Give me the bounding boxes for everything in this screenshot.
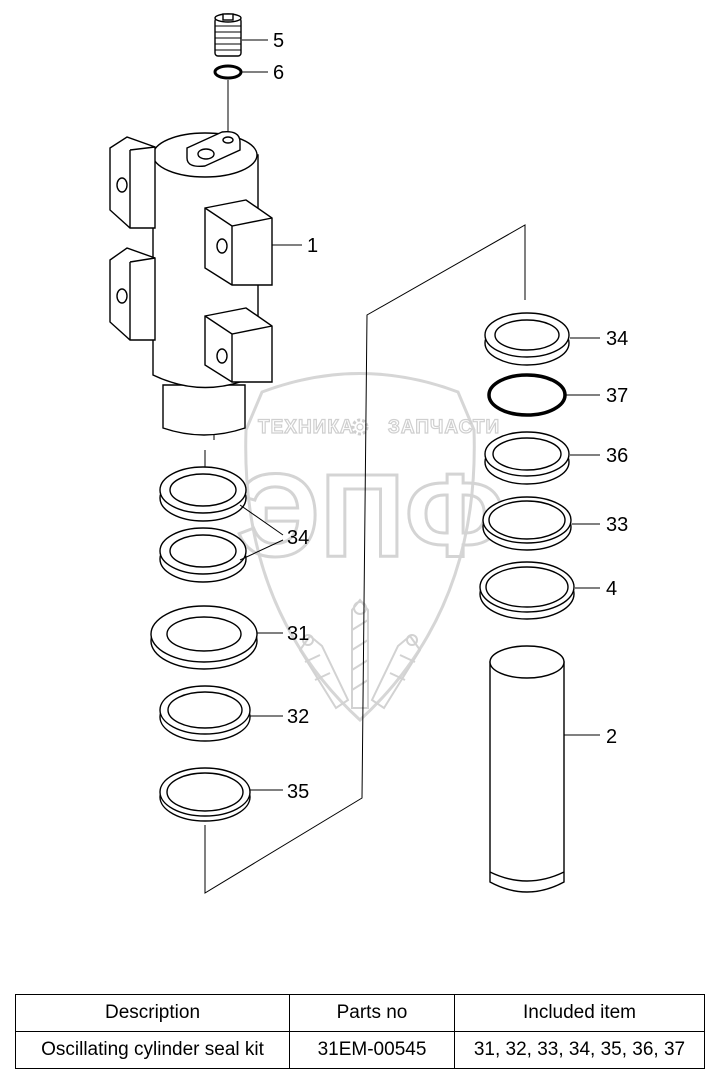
part-5-set-screw <box>214 13 242 57</box>
watermark: ТЕХНИКА ЗАПЧАСТИ ЭПФ <box>235 372 507 723</box>
callout-31: 31 <box>287 623 309 645</box>
callout-6: 6 <box>273 62 284 84</box>
watermark-logo: ЭПФ <box>236 450 505 582</box>
gear-icon <box>351 418 369 436</box>
part-34-seal-ring-upper <box>159 466 247 522</box>
part-2-pin <box>489 645 565 893</box>
part-6-o-ring <box>213 64 243 80</box>
callout-34-left: 34 <box>287 527 309 549</box>
header-parts-no: Parts no <box>289 994 455 1032</box>
header-description: Description <box>15 994 290 1032</box>
part-32-seal-ring <box>159 685 251 742</box>
cell-parts-no: 31EM-00545 <box>289 1031 455 1069</box>
callout-4: 4 <box>606 578 617 600</box>
callout-37: 37 <box>606 385 628 407</box>
part-33-seal-ring <box>482 496 572 551</box>
part-35-seal-ring <box>159 767 251 822</box>
table-header-row: Description Parts no Included item <box>15 994 705 1032</box>
watermark-text-right: ЗАПЧАСТИ <box>388 417 500 438</box>
part-4-seal-ring <box>479 561 575 620</box>
callout-labels: 5 6 1 34 37 36 33 4 34 31 32 35 2 <box>273 30 628 803</box>
callout-5: 5 <box>273 30 284 52</box>
callout-2: 2 <box>606 726 617 748</box>
watermark-shield-outline <box>244 372 476 723</box>
exploded-parts-diagram: ТЕХНИКА ЗАПЧАСТИ ЭПФ <box>109 13 628 894</box>
assembly-guide-line <box>204 224 526 894</box>
callout-33: 33 <box>606 514 628 536</box>
callout-36: 36 <box>606 445 628 467</box>
part-34-seal-ring-right <box>484 312 570 366</box>
part-1-cylinder-body <box>109 131 273 436</box>
part-34-seal-ring-lower <box>159 527 247 583</box>
part-36-seal-ring <box>484 431 570 485</box>
callout-34-right: 34 <box>606 328 628 350</box>
table-row: Oscillating cylinder seal kit 31EM-00545… <box>15 1031 705 1069</box>
header-included-item: Included item <box>454 994 705 1032</box>
parts-table: Description Parts no Included item Oscil… <box>15 994 705 1069</box>
part-31-seal-ring <box>150 605 258 670</box>
part-37-o-ring <box>487 373 567 417</box>
cell-description: Oscillating cylinder seal kit <box>15 1031 290 1069</box>
callout-1: 1 <box>307 235 318 257</box>
leader-lines <box>239 39 600 791</box>
cell-included-item: 31, 32, 33, 34, 35, 36, 37 <box>454 1031 705 1069</box>
wheat-emblem-icon <box>298 598 422 710</box>
callout-32: 32 <box>287 706 309 728</box>
callout-35: 35 <box>287 781 309 803</box>
watermark-text-left: ТЕХНИКА <box>258 417 355 438</box>
